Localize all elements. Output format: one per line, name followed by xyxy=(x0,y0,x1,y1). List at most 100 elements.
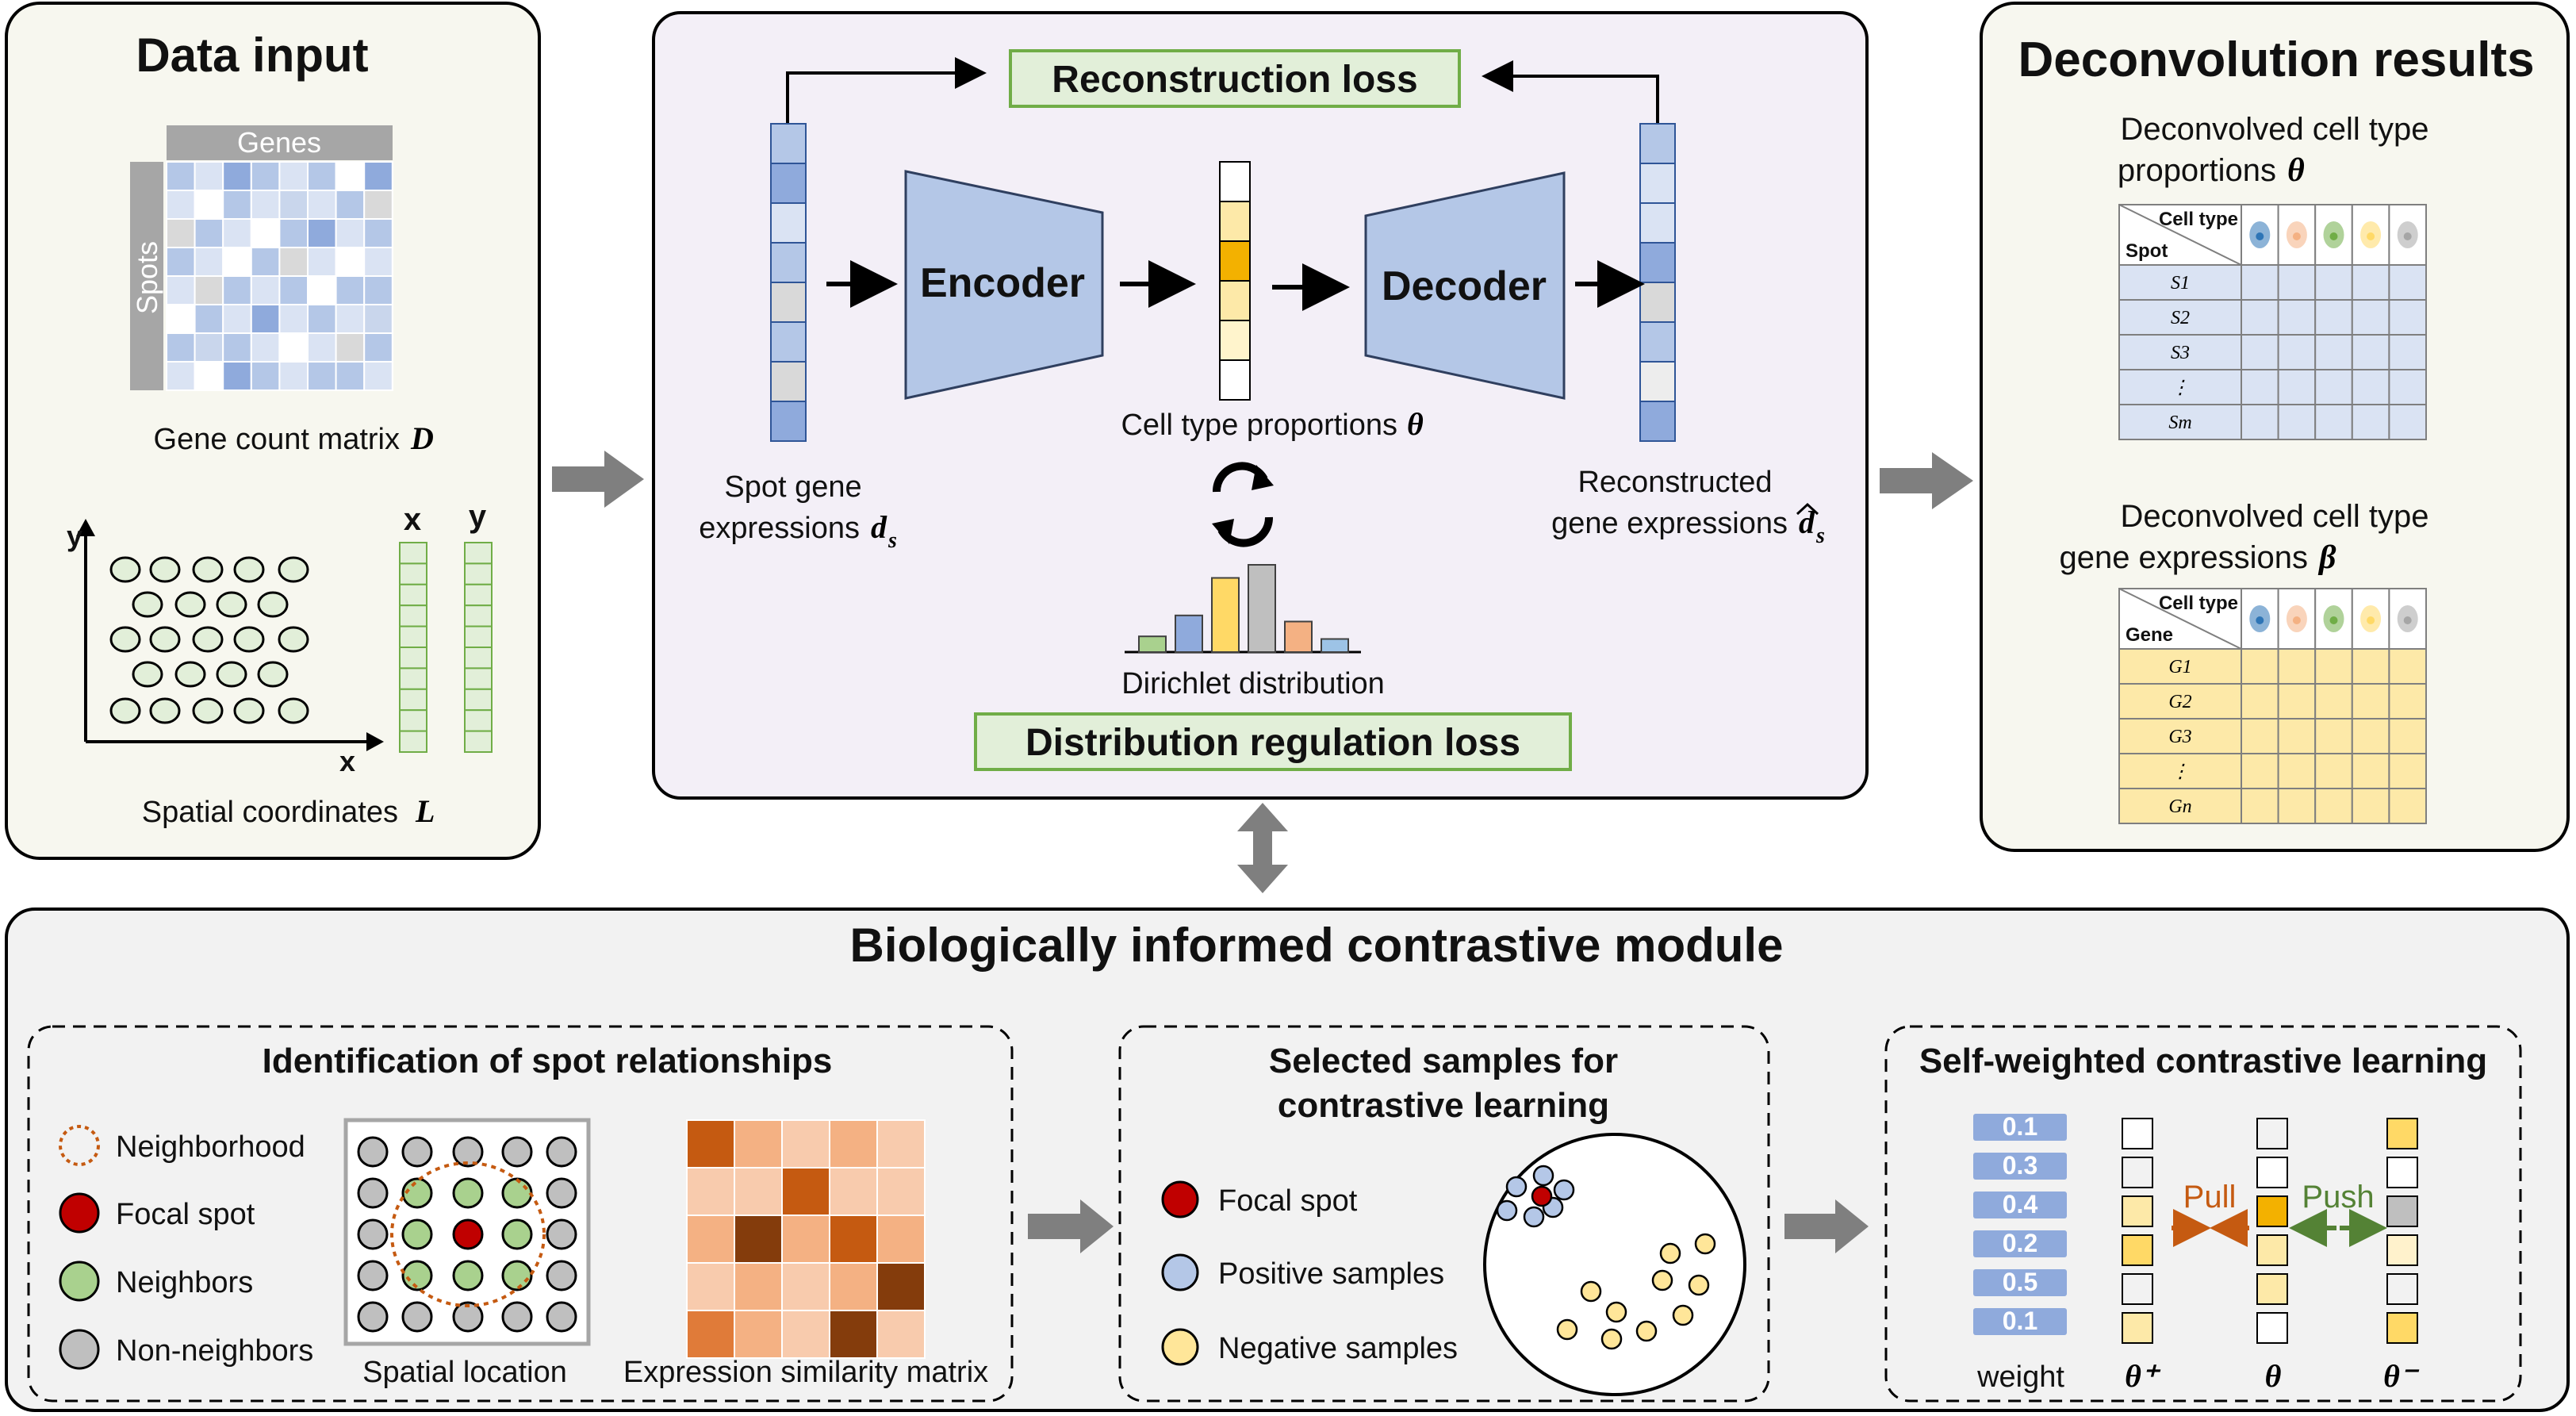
similarity-caption: Expression similarity matrix xyxy=(623,1356,988,1389)
embedding-space xyxy=(1483,1133,1746,1396)
gene-matrix-cell xyxy=(278,218,309,248)
spot-ellipse xyxy=(233,697,265,724)
negative-sample-dot xyxy=(1605,1301,1627,1323)
contrastive-panel: Biologically informed contrastive module… xyxy=(5,908,2570,1412)
cell-nucleus-icon xyxy=(2329,232,2338,240)
proportions-table-cell xyxy=(2351,334,2390,370)
refresh-cycle-icon xyxy=(1212,462,1274,547)
spot-ellipse xyxy=(109,697,141,724)
gene-matrix-cell xyxy=(250,361,281,391)
similarity-cell xyxy=(876,1167,926,1216)
push-label: Push xyxy=(2302,1180,2374,1215)
reconstructed-line2: gene expressions xyxy=(1551,507,1788,540)
flow-arrow-input xyxy=(552,451,644,508)
output-to-loss-arrow xyxy=(1482,60,1659,124)
gene-matrix-cell xyxy=(194,361,224,391)
coordinate-columns: x y xyxy=(399,499,493,753)
gene-matrix-cell xyxy=(307,218,337,248)
gene-matrix-cell xyxy=(307,304,337,334)
expressions-table-cell xyxy=(2241,788,2279,824)
weight-box xyxy=(1973,1269,2067,1296)
reconstructed-hat xyxy=(1796,502,1819,516)
spot-vector-cell xyxy=(770,163,807,204)
expressions-table-cell xyxy=(2388,788,2427,824)
latent-vector-cell xyxy=(1219,359,1251,401)
spot-ellipse xyxy=(174,591,206,618)
proportions-table-header-celltype: Cell type xyxy=(2159,209,2238,230)
expressions-table-cell xyxy=(2388,683,2427,720)
coordinate-cell xyxy=(464,709,493,732)
proportions-table-cell xyxy=(2241,369,2279,405)
expressions-table-cell xyxy=(2241,753,2279,789)
genes-label: Genes xyxy=(237,126,321,159)
focal-spot xyxy=(452,1218,484,1250)
gene-matrix-cell xyxy=(194,218,224,248)
expressions-table-cell xyxy=(2314,753,2353,789)
cell-nucleus-icon xyxy=(2329,616,2338,624)
gene-matrix-cell xyxy=(166,161,196,191)
weight-box xyxy=(1973,1192,2067,1218)
spot-ellipses xyxy=(109,556,309,724)
gene-matrix-cell xyxy=(307,361,337,391)
similarity-cell xyxy=(734,1262,783,1311)
gene-matrix-cell xyxy=(166,361,196,391)
coordinate-cell xyxy=(399,709,427,732)
proportions-table-cell xyxy=(2388,299,2427,336)
gene-matrix-cell xyxy=(166,332,196,363)
proportions-table-header-row: Spot xyxy=(2126,240,2168,262)
expressions-table-cell xyxy=(2351,648,2390,685)
cell-nucleus-icon xyxy=(2403,616,2412,624)
negative-sample-dot xyxy=(1659,1242,1681,1264)
neighbor-spot xyxy=(501,1218,533,1250)
gene-matrix-cell xyxy=(363,332,393,363)
gene-matrix-cell xyxy=(335,304,366,334)
gene-matrix-cell xyxy=(335,190,366,220)
weight-box xyxy=(1973,1308,2067,1335)
reconstructed-expression-vector xyxy=(1639,123,1676,442)
expressions-table-header-celltype: Cell type xyxy=(2159,593,2238,614)
spot-expression-subscript: s xyxy=(887,528,897,553)
similarity-cell xyxy=(829,1119,878,1168)
gene-matrix-cell xyxy=(363,218,393,248)
theta-plus-cell xyxy=(2122,1157,2153,1188)
proportions-table-cell xyxy=(2388,369,2427,405)
theta-minus-cell xyxy=(2386,1118,2418,1149)
spot-expression-symbol: d xyxy=(871,509,887,545)
expressions-table-row-label: G2 xyxy=(2168,692,2191,712)
spatial-location-grid xyxy=(357,1136,577,1333)
expressions-table-cell xyxy=(2388,753,2427,789)
gene-matrix-cell xyxy=(222,361,252,391)
theta-minus-cell xyxy=(2386,1157,2418,1188)
gene-matrix-cell xyxy=(222,190,252,220)
latent-vector-cell xyxy=(1219,240,1251,282)
spot-ellipse xyxy=(174,661,206,688)
gene-matrix-cells xyxy=(166,161,393,391)
neighbor-spot xyxy=(401,1177,433,1209)
coordinate-cell xyxy=(399,562,427,585)
decoder-block xyxy=(1364,171,1566,400)
axis-y-label: y xyxy=(67,520,82,552)
proportions-table-row-label: Sm xyxy=(2168,413,2191,433)
similarity-cell xyxy=(781,1167,830,1216)
weight-value: 0.2 xyxy=(2003,1229,2037,1257)
theta-minus-label: θ⁻ xyxy=(2383,1358,2420,1394)
similarity-matrix xyxy=(686,1119,926,1359)
gene-matrix-cell xyxy=(194,304,224,334)
spatial-caption: Spatial coordinates xyxy=(142,796,398,829)
cell-type-proportions-label: Cell type proportions xyxy=(1121,409,1397,442)
spot-vector-cell xyxy=(770,123,807,164)
neighbor-spot xyxy=(452,1177,484,1209)
expressions-table-cell xyxy=(2351,788,2390,824)
negative-sample-dot xyxy=(1635,1320,1658,1342)
model-contrastive-link xyxy=(1237,803,1288,893)
expressions-table-row-label: G1 xyxy=(2168,657,2191,677)
reconstructed-symbol: d xyxy=(1799,505,1815,540)
positive-sample-dot xyxy=(1532,1165,1554,1187)
theta-cell xyxy=(2256,1312,2288,1344)
proportions-table-cell xyxy=(2241,264,2279,301)
gene-matrix-cell xyxy=(194,190,224,220)
theta-minus-cell xyxy=(2386,1234,2418,1266)
proportions-table-cell xyxy=(2351,264,2390,301)
gene-matrix-cell xyxy=(363,304,393,334)
